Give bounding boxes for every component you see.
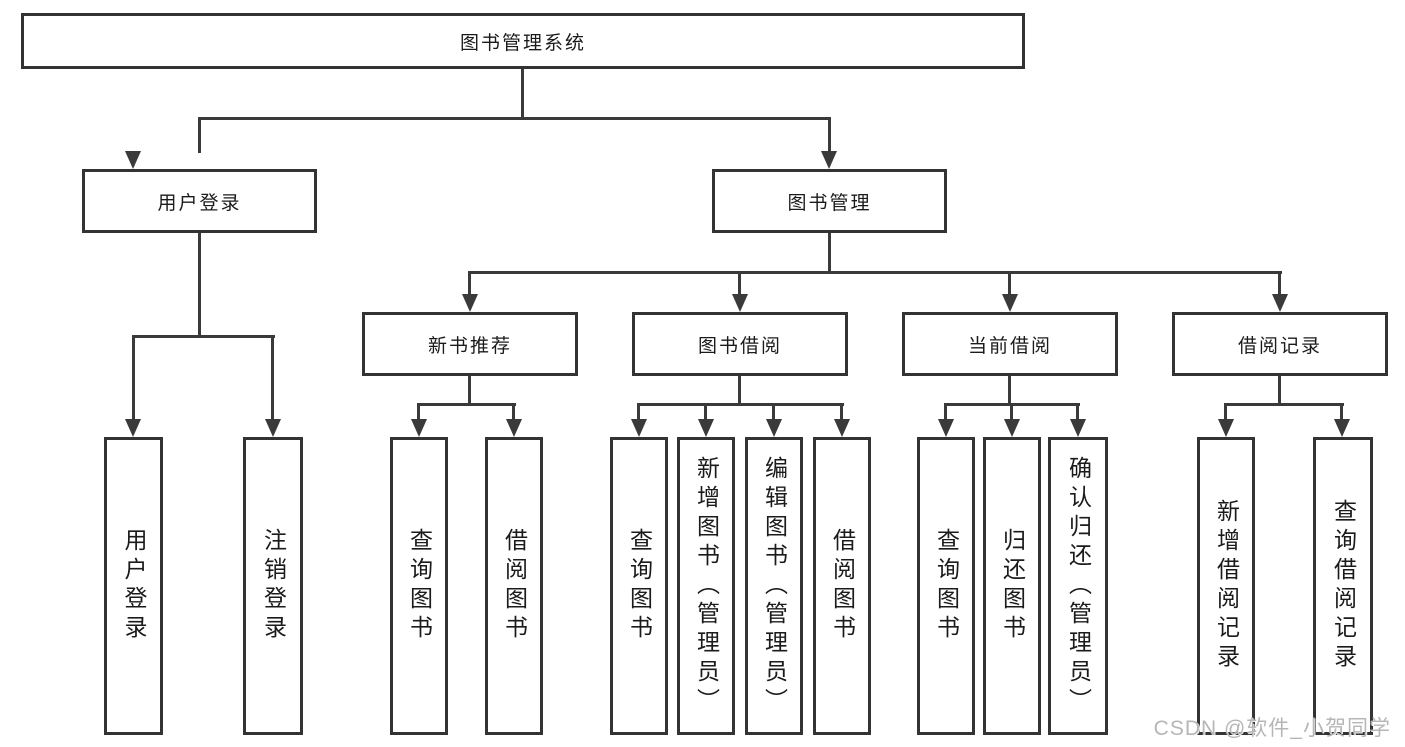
- connector-bar-new-book: [417, 403, 516, 406]
- arrowhead-down-icon: [1002, 294, 1018, 312]
- connector-shaft-leaf: [132, 335, 135, 421]
- connector-shaft-leaf: [1340, 403, 1343, 421]
- arrowhead-down-icon: [834, 419, 850, 437]
- connector-stem-current-borrow: [1008, 376, 1011, 406]
- node-book-management-label: 图书管理: [787, 192, 872, 214]
- arrowhead-down-icon: [938, 419, 954, 437]
- watermark: CSDN @软件_小贺同学: [1153, 717, 1391, 740]
- node-book-borrow-label: 图书借阅: [697, 335, 782, 357]
- connector-stem-root: [521, 69, 524, 120]
- leaf-add-borrow-record: 新增借阅记录: [1197, 437, 1255, 735]
- node-root-label: 图书管理系统: [459, 32, 586, 54]
- connector-shaft-leaf: [944, 403, 947, 421]
- arrowhead-down-icon: [1218, 419, 1234, 437]
- connector-stem-borrow-records: [1278, 376, 1281, 406]
- connector-bar-user-login: [132, 335, 275, 338]
- arrowhead-down-icon: [821, 151, 837, 169]
- node-root: 图书管理系统: [21, 13, 1025, 69]
- leaf-query-books-recommend: 查询图书: [390, 437, 448, 735]
- connector-bar-book-borrow: [637, 403, 844, 406]
- connector-shaft-book-management: [828, 117, 831, 153]
- leaf-add-borrow-record-label: 新增借阅记录: [1213, 499, 1240, 673]
- connector-shaft-leaf: [417, 403, 420, 421]
- connector-bar-book-management: [468, 271, 1282, 274]
- leaf-edit-books-admin-label: 编辑图书（管理员）: [761, 455, 788, 717]
- connector-stem-book-management: [828, 233, 831, 274]
- arrowhead-down-icon: [125, 151, 141, 169]
- leaf-borrow-books: 借阅图书: [813, 437, 871, 735]
- arrowhead-down-icon: [265, 419, 281, 437]
- arrowhead-down-icon: [732, 294, 748, 312]
- arrowhead-down-icon: [125, 419, 141, 437]
- connector-stem-user-login: [198, 233, 201, 338]
- arrowhead-down-icon: [462, 294, 478, 312]
- leaf-borrow-books-label: 借阅图书: [501, 528, 528, 644]
- leaf-confirm-return-admin: 确认归还（管理员）: [1048, 437, 1108, 735]
- connector-shaft-leaf: [512, 403, 515, 421]
- node-borrow-records: 借阅记录: [1172, 312, 1388, 376]
- leaf-query-books-label: 查询图书: [626, 528, 653, 644]
- node-new-book-recommend-label: 新书推荐: [427, 335, 512, 357]
- arrowhead-down-icon: [1004, 419, 1020, 437]
- node-new-book-recommend: 新书推荐: [362, 312, 578, 376]
- leaf-query-books-borrow: 查询图书: [610, 437, 668, 735]
- connector-shaft-leaf: [772, 403, 775, 421]
- arrowhead-down-icon: [631, 419, 647, 437]
- leaf-query-books-label: 查询图书: [406, 528, 433, 644]
- connector-shaft-leaf: [1076, 403, 1079, 421]
- leaf-logout-label: 注销登录: [260, 528, 287, 644]
- connector-shaft-current-borrow: [1008, 271, 1011, 296]
- arrowhead-down-icon: [506, 419, 522, 437]
- leaf-edit-books-admin: 编辑图书（管理员）: [745, 437, 803, 735]
- leaf-borrow-books-label: 借阅图书: [829, 528, 856, 644]
- node-user-login-label: 用户登录: [157, 192, 242, 214]
- node-current-borrow: 当前借阅: [902, 312, 1118, 376]
- arrowhead-down-icon: [411, 419, 427, 437]
- leaf-add-books-admin: 新增图书（管理员）: [677, 437, 735, 735]
- connector-shaft-leaf: [271, 335, 274, 421]
- leaf-user-login-label: 用户登录: [121, 528, 147, 644]
- connector-shaft-leaf: [637, 403, 640, 421]
- leaf-query-borrow-record: 查询借阅记录: [1313, 437, 1373, 735]
- connector-bar-borrow-records: [1224, 403, 1344, 406]
- node-user-login: 用户登录: [82, 169, 317, 233]
- leaf-return-books-label: 归还图书: [999, 528, 1026, 644]
- leaf-logout: 注销登录: [243, 437, 303, 735]
- leaf-confirm-return-admin-label: 确认归还（管理员）: [1065, 455, 1092, 717]
- leaf-borrow-books-recommend: 借阅图书: [485, 437, 543, 735]
- arrowhead-down-icon: [1334, 419, 1350, 437]
- connector-stem-book-borrow: [738, 376, 741, 406]
- node-borrow-records-label: 借阅记录: [1237, 335, 1322, 357]
- connector-shaft-leaf: [704, 403, 707, 421]
- connector-shaft-book-borrow: [738, 271, 741, 296]
- connector-shaft-leaf: [1224, 403, 1227, 421]
- leaf-query-books-current: 查询图书: [917, 437, 975, 735]
- connector-shaft-borrow-records: [1278, 271, 1281, 296]
- arrowhead-down-icon: [1070, 419, 1086, 437]
- connector-shaft-new-book: [468, 271, 471, 296]
- arrowhead-down-icon: [698, 419, 714, 437]
- connector-shaft-user-login: [198, 117, 201, 153]
- connector-shaft-leaf: [1010, 403, 1013, 421]
- leaf-query-borrow-record-label: 查询借阅记录: [1330, 499, 1357, 673]
- connector-bar-root: [198, 117, 831, 120]
- leaf-return-books: 归还图书: [983, 437, 1041, 735]
- leaf-query-books-label: 查询图书: [933, 528, 960, 644]
- node-book-borrow: 图书借阅: [632, 312, 848, 376]
- node-current-borrow-label: 当前借阅: [967, 335, 1052, 357]
- connector-stem-new-book: [468, 376, 471, 406]
- connector-shaft-leaf: [840, 403, 843, 421]
- leaf-add-books-admin-label: 新增图书（管理员）: [693, 455, 720, 717]
- arrowhead-down-icon: [766, 419, 782, 437]
- leaf-user-login: 用户登录: [104, 437, 163, 735]
- node-book-management: 图书管理: [712, 169, 947, 233]
- arrowhead-down-icon: [1272, 294, 1288, 312]
